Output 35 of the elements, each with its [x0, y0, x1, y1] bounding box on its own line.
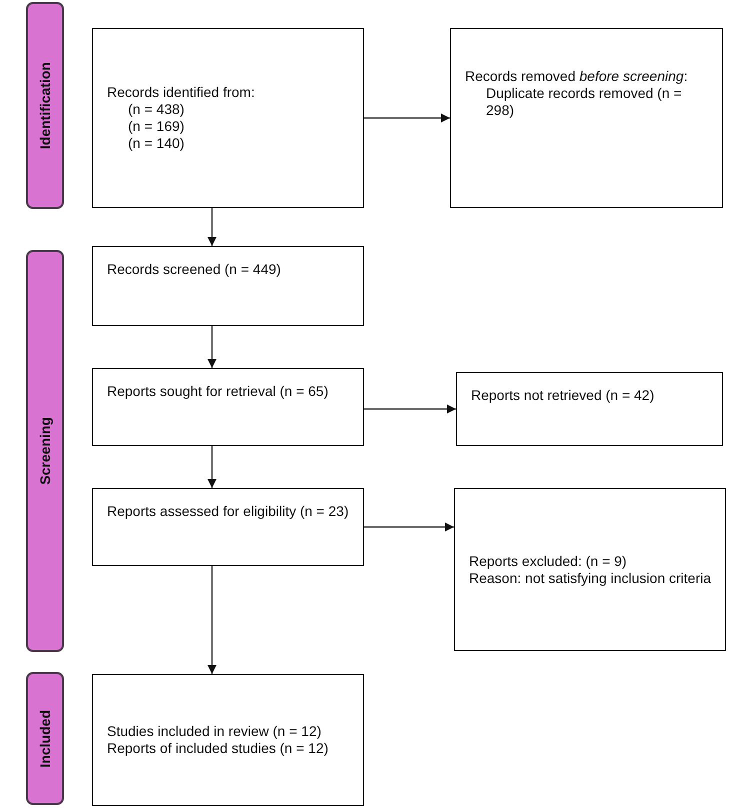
- phase-title: Identification: [37, 62, 53, 150]
- box-text: Records identified from:: [107, 84, 256, 101]
- phase-title: Screening: [37, 417, 53, 485]
- process-box: [454, 488, 726, 651]
- process-box: [92, 368, 364, 446]
- arrow: [208, 566, 216, 674]
- phase-title: Included: [37, 710, 53, 768]
- phase-label: [26, 672, 64, 805]
- arrow: [364, 404, 456, 414]
- process-box: [92, 674, 364, 806]
- process-box: [456, 372, 723, 446]
- box-text: Reason: not satisfying inclusion criteria: [469, 570, 712, 586]
- arrow: [208, 208, 216, 246]
- phase-label: [26, 250, 64, 652]
- box-text: Reports sought for retrieval (n = 65): [107, 383, 330, 400]
- box-text: Reports not retrieved (n = 42): [471, 387, 656, 404]
- process-box: [450, 28, 723, 208]
- phase-label: [26, 2, 64, 209]
- box-text: Records removed before screening:: [465, 68, 689, 84]
- box-text: Records screened (n = 449): [107, 261, 282, 278]
- box-text: Studies included in review (n = 12): [107, 723, 322, 740]
- box-text: (n = 140): [127, 135, 186, 152]
- arrow: [208, 446, 216, 488]
- arrow: [364, 522, 454, 532]
- box-text: Reports assessed for eligibility (n = 23): [107, 503, 350, 520]
- process-box: [92, 28, 364, 208]
- process-box: [92, 246, 364, 326]
- process-box: [92, 488, 364, 566]
- box-text: Reports of included studies (n = 12): [107, 740, 330, 757]
- arrow: [208, 326, 216, 368]
- box-text: (n = 438): [127, 101, 186, 118]
- box-text: (n = 169): [127, 118, 186, 135]
- box-text: Duplicate records removed (n = 298): [485, 84, 683, 118]
- arrow: [364, 114, 450, 122]
- box-text: Reports excluded: (n = 9): [469, 552, 628, 570]
